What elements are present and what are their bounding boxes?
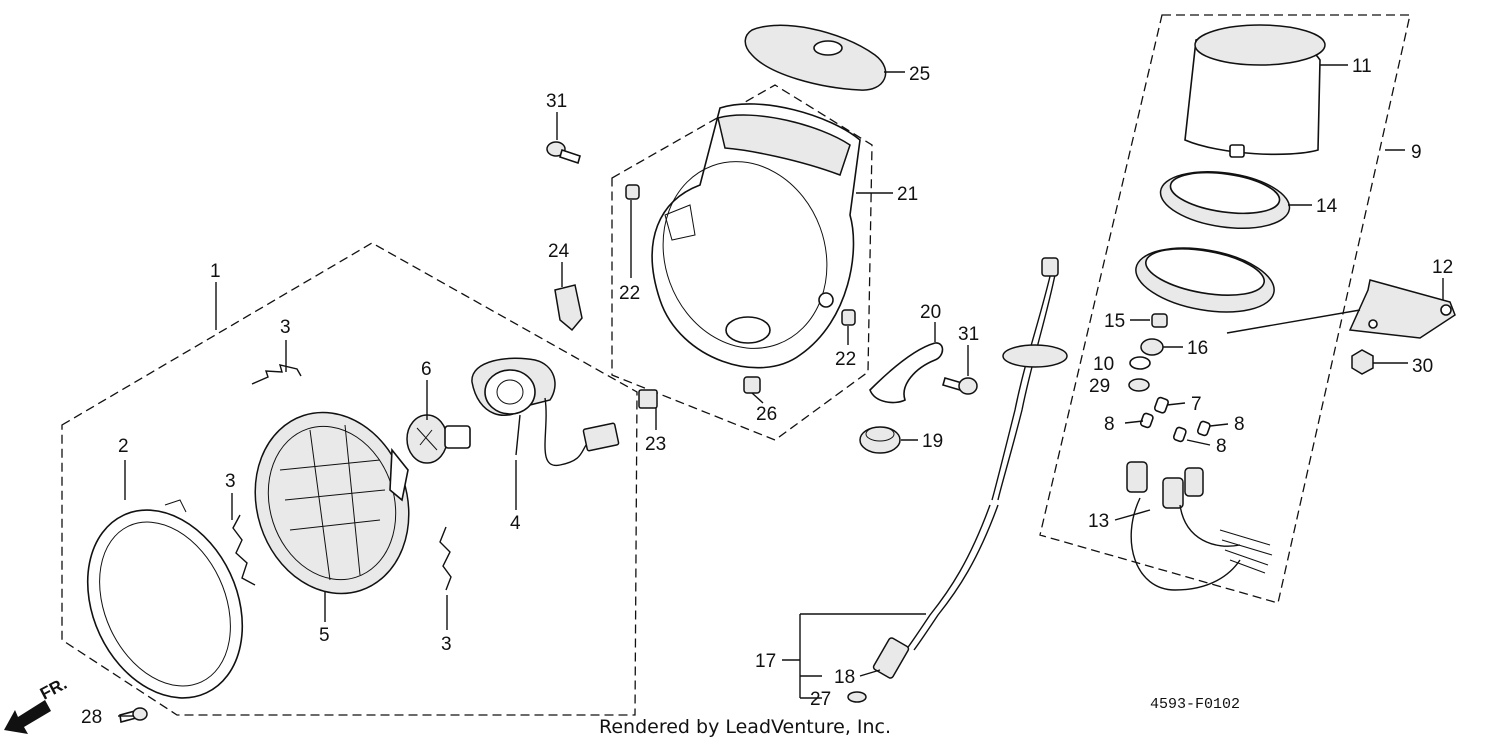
callout-28: 28 [81, 707, 102, 728]
meter-case[interactable] [1184, 24, 1326, 158]
meter-bracket[interactable] [1348, 279, 1456, 339]
callout-27: 27 [810, 689, 831, 710]
meter-ring[interactable] [1157, 164, 1293, 236]
screw-bottom[interactable] [119, 707, 148, 724]
rubber-grommet[interactable] [859, 426, 901, 454]
speedometer-cable[interactable] [847, 257, 1068, 703]
diagram-code: 4593-F0102 [1150, 696, 1240, 713]
meter-top-pad[interactable] [744, 24, 887, 91]
bulb-socket-7[interactable] [1153, 396, 1169, 414]
bolt-upper[interactable] [546, 141, 581, 165]
headlight-assembly-group [58, 242, 638, 723]
nut-29[interactable] [1128, 378, 1150, 392]
callout-21: 21 [897, 184, 918, 205]
headlight-case-group [611, 84, 873, 441]
callout-labels: 1 2 3 3 3 4 5 6 7 8 8 8 9 10 11 12 13 14… [81, 56, 1453, 728]
callout-26: 26 [756, 404, 777, 425]
callout-31-upper: 31 [546, 91, 567, 112]
meter-wire-harness[interactable] [1126, 461, 1273, 591]
headlight-case[interactable] [637, 103, 861, 372]
callout-7: 7 [1191, 394, 1202, 415]
callout-3-right: 3 [441, 634, 452, 655]
callout-15: 15 [1104, 311, 1125, 332]
headlight-bulb[interactable] [406, 414, 471, 464]
callout-2: 2 [118, 436, 129, 457]
callout-22-lower: 22 [835, 349, 856, 370]
callout-22-upper: 22 [619, 283, 640, 304]
bulb-socket[interactable] [471, 357, 620, 466]
render-credit: Rendered by LeadVenture, Inc. [599, 716, 891, 738]
callout-8-right: 8 [1234, 414, 1245, 435]
meter-assembly-group [1039, 14, 1456, 604]
callout-12: 12 [1432, 257, 1453, 278]
callout-11: 11 [1352, 56, 1372, 77]
front-label: FR. [37, 674, 70, 704]
callout-8-lower: 8 [1216, 436, 1227, 457]
callout-9: 9 [1411, 142, 1422, 163]
spring-clip-top[interactable] [251, 364, 302, 385]
callout-23: 23 [645, 434, 666, 455]
leader-lines [118, 64, 1444, 717]
callout-13: 13 [1088, 511, 1109, 532]
collar-upper[interactable] [625, 184, 640, 200]
callout-6: 6 [421, 359, 432, 380]
collar-lower[interactable] [841, 309, 856, 326]
callout-29: 29 [1089, 376, 1110, 397]
callout-17: 17 [755, 651, 776, 672]
callout-24: 24 [548, 241, 570, 262]
washer-10[interactable] [1129, 356, 1151, 370]
bulb-8a[interactable] [1139, 412, 1154, 429]
stay-bracket[interactable] [554, 284, 583, 332]
spring-clip-right[interactable] [439, 526, 452, 591]
clip-nut[interactable] [638, 389, 658, 409]
grommet-16[interactable] [1140, 338, 1164, 356]
callout-25: 25 [909, 64, 930, 85]
callout-1: 1 [210, 261, 221, 282]
cable-stay[interactable] [869, 342, 944, 404]
front-direction-marker: FR. [4, 674, 70, 734]
callout-10: 10 [1093, 354, 1114, 375]
bulb-8c[interactable] [1196, 420, 1211, 437]
callout-19: 19 [922, 431, 943, 452]
bulb-8b[interactable] [1172, 426, 1187, 443]
callout-18: 18 [834, 667, 855, 688]
grommet-bottom[interactable] [743, 376, 761, 394]
headlight-unit[interactable] [232, 392, 432, 613]
callout-3-top: 3 [280, 317, 291, 338]
flange-nut[interactable] [1351, 349, 1374, 375]
headlight-rim[interactable] [58, 485, 271, 723]
callout-30: 30 [1412, 356, 1433, 377]
callout-20: 20 [920, 302, 941, 323]
callout-31-middle: 31 [958, 324, 979, 345]
meter-lower-case[interactable] [1131, 238, 1279, 321]
front-arrow-icon [4, 700, 51, 734]
callout-3-left: 3 [225, 471, 236, 492]
callout-8-left: 8 [1104, 414, 1115, 435]
callout-5: 5 [319, 625, 330, 646]
cushion-15[interactable] [1151, 313, 1168, 328]
spring-clip-left[interactable] [232, 514, 256, 586]
callout-14: 14 [1316, 196, 1338, 217]
callout-16: 16 [1187, 338, 1208, 359]
bolt-middle[interactable] [942, 377, 978, 395]
callout-4: 4 [510, 513, 521, 534]
